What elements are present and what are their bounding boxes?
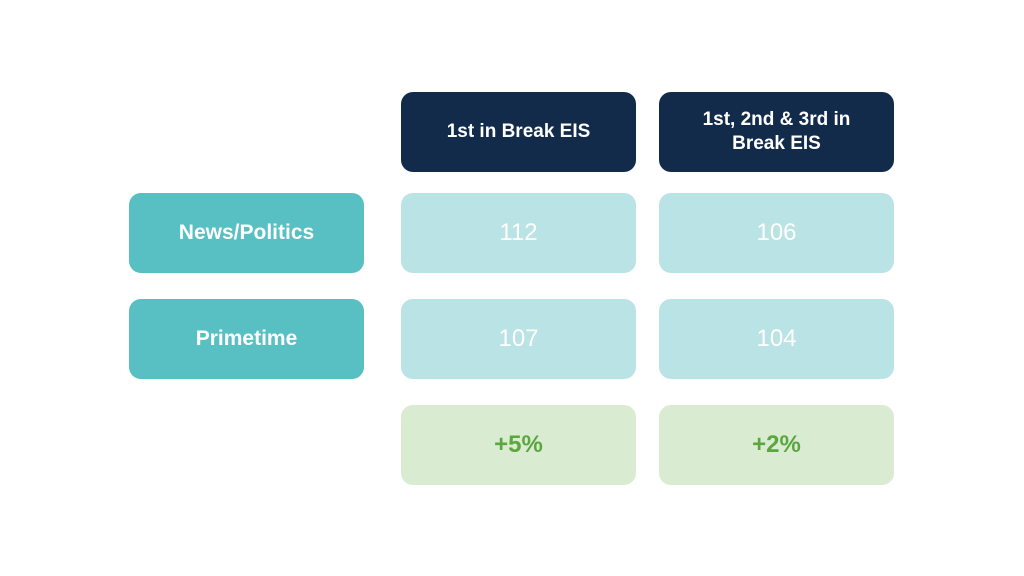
row-header-news-politics: News/Politics	[129, 193, 364, 273]
difference-cell: +2%	[659, 405, 894, 485]
value-cell: 104	[659, 299, 894, 379]
column-header-first-in-break: 1st in Break EIS	[401, 92, 636, 172]
row-header-primetime: Primetime	[129, 299, 364, 379]
value-cell: 112	[401, 193, 636, 273]
difference-cell: +5%	[401, 405, 636, 485]
value-cell: 107	[401, 299, 636, 379]
value-cell: 106	[659, 193, 894, 273]
column-header-first-second-third-in-break: 1st, 2nd & 3rd in Break EIS	[659, 92, 894, 172]
